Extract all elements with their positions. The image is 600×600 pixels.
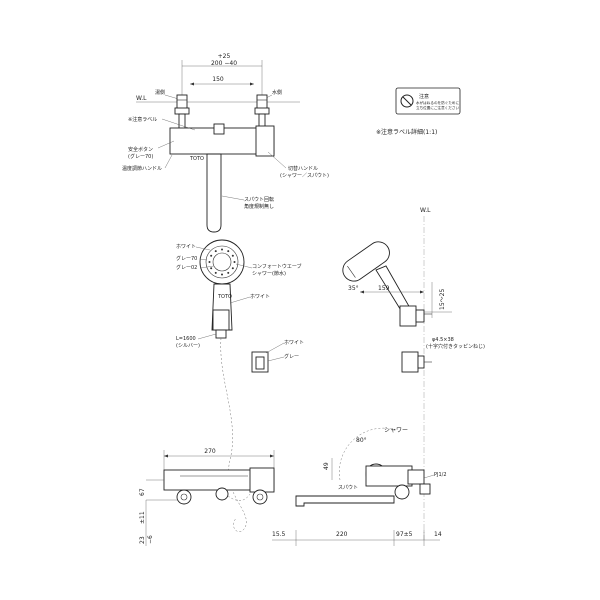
nozzle-dot (221, 248, 223, 251)
dim-15-5: 15.5 (272, 531, 286, 538)
caution-detail-label: ※注意ラベル詳細(1:1) (376, 128, 437, 136)
nozzle-dot (221, 273, 223, 276)
comfort-wave-label: コンフォートウエーブ (252, 263, 302, 270)
switch-handle-sub: (シャワー／スパウト) (280, 172, 329, 179)
hose-color-label: (シルバー) (176, 343, 200, 349)
toto-mark-2: TOTO (217, 294, 232, 300)
caution-box-title: 注意 (419, 93, 429, 100)
dim-15-25: 15～25 (439, 289, 446, 310)
dim-11: ±11 (139, 511, 146, 524)
dim-150: 150 (212, 76, 224, 83)
nozzle-dot (208, 261, 211, 263)
shower-head-view: TOTO ホワイト グレー70 グレー02 コンフォートウエーブ シャワー(節水… (176, 239, 302, 532)
nozzle-dot (227, 271, 230, 274)
dim-14: 14 (434, 531, 442, 538)
spout-label: スパウト (338, 484, 358, 491)
water-side-label: 水側 (272, 89, 282, 96)
wl-right-label: W.L (420, 207, 431, 214)
screw-spec: φ4.5×38 (432, 337, 454, 343)
dim-159: 159 (378, 285, 390, 292)
temp-handle-label: 温度調節ハンドル (122, 165, 162, 172)
safety-button-label: 安全ボタン (128, 146, 153, 153)
dim-97: 97±5 (396, 531, 413, 538)
comfort-wave-sub: シャワー(節水) (252, 270, 286, 277)
pj-label: PJ1/2 (434, 472, 447, 478)
nozzle-dot (231, 267, 234, 270)
screw-spec-sub: (十字穴付きタッピンねじ) (426, 343, 485, 350)
angle-limit-label: 角度規制無し (244, 203, 274, 210)
nozzle-dot (214, 250, 217, 253)
dim-6: −6 (147, 535, 154, 544)
dim-220: 220 (336, 531, 348, 538)
nozzle-dot (210, 267, 213, 270)
top-front-view: +25 200 −40 150 W.L 湯側 水側 TOTO ※注意ラベル 安全… (122, 53, 329, 233)
gray02-label: グレー02 (176, 264, 197, 271)
gray70-label: グレー70 (176, 255, 197, 262)
nozzle-dot (227, 250, 230, 253)
dim-49: 49 (323, 462, 330, 470)
caution-label-pointer: ※注意ラベル (128, 116, 157, 123)
hose-length-label: L=1600 (176, 336, 196, 342)
white-label-1: ホワイト (176, 244, 196, 250)
white-label-2: ホワイト (250, 294, 270, 300)
nozzle-dot (231, 254, 234, 257)
nozzle-dot (210, 254, 213, 257)
dim-23: 23 (139, 536, 146, 544)
nozzle-dot (214, 271, 217, 274)
hot-side-label: 湯側 (155, 89, 165, 96)
dim-67: 67 (139, 488, 146, 496)
dim-270: 270 (204, 448, 216, 455)
gray-holder-label: グレー (284, 353, 299, 360)
shower-label: シャワー (384, 427, 408, 434)
nozzle-dot (233, 261, 236, 263)
wl-left-label: W.L (136, 95, 147, 102)
right-side-view: W.L 35° 159 15～25 φ4.5×38 (十字穴付きタッピンねじ) … (272, 207, 485, 546)
dim-35: 35° (348, 285, 359, 292)
toto-mark-1: TOTO (189, 156, 204, 162)
switch-handle-label: 切替ハンドル (288, 165, 318, 172)
caution-label-detail: 注意 水がはねるのを防ぐために 立ち位置にご注意ください ※注意ラベル詳細(1:… (376, 87, 461, 136)
dim-plus25: +25 (218, 53, 231, 60)
dim-80: 80° (356, 437, 367, 444)
caution-box-line2: 立ち位置にご注意ください (416, 105, 459, 110)
safety-button-color: (グレー70) (128, 153, 153, 160)
dim-200-40: 200 −40 (211, 60, 237, 67)
holder-small-view: ホワイト グレー (251, 340, 304, 373)
bottom-front-view: 270 67 ±11 23 −6 (139, 448, 275, 546)
caution-box-line1: 水がはねるのを防ぐために (416, 100, 460, 105)
spout-rotation-label: スパウト回転 (244, 196, 274, 203)
white-label-3: ホワイト (284, 340, 304, 346)
